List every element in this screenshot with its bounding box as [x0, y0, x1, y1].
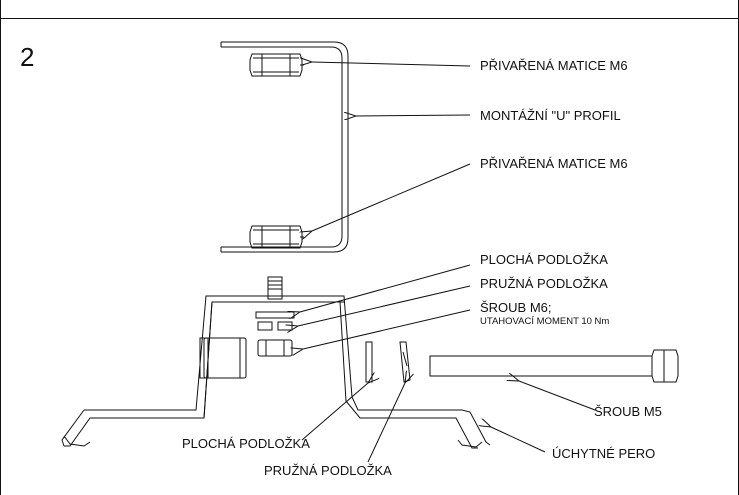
welded-nut-bottom: [249, 225, 304, 249]
label-welded-nut-top: PŘIVAŘENÁ MATICE M6: [480, 58, 628, 73]
label-flat-washer-top: PLOCHÁ PODLOŽKA: [480, 252, 608, 267]
clip-block: [203, 337, 247, 379]
label-bolt-m6: ŠROUB M6;: [480, 300, 552, 315]
step-number: 2: [20, 42, 35, 72]
u-profile: [220, 41, 349, 253]
label-clip-spring: ÚCHYTNÉ PERO: [552, 446, 656, 461]
label-flat-washer-bottom: PLOCHÁ PODLOŽKA: [182, 436, 310, 451]
mounting-bracket: [61, 295, 491, 449]
welded-nut-top: [249, 53, 304, 77]
washers-side: [365, 341, 411, 383]
label-torque: UTAHOVACÍ MOMENT 10 Nm: [480, 316, 610, 327]
label-spring-washer-bottom: PRUŽNÁ PODLOŽKA: [264, 463, 392, 478]
label-bolt-m5: ŠROUB M5: [594, 404, 662, 419]
label-spring-washer-top: PRUŽNÁ PODLOŽKA: [480, 276, 608, 291]
bolt-m6-stack: [255, 276, 295, 357]
label-u-profile: MONTÁŽNÍ "U" PROFIL: [480, 108, 621, 123]
leader-lines: [298, 62, 596, 463]
label-welded-nut-bottom: PŘIVAŘENÁ MATICE M6: [480, 156, 628, 171]
bolt-m5: [429, 349, 679, 383]
